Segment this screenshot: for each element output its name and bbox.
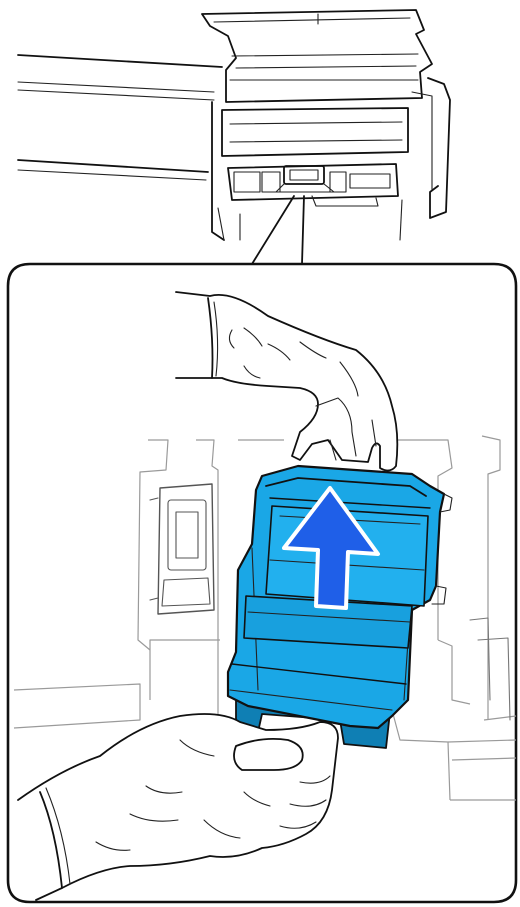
maintenance-bay-row [228, 164, 398, 206]
printer-overview [18, 10, 450, 264]
adjacent-unit-right [470, 618, 510, 720]
printer-interior [222, 108, 408, 156]
upper-hand-icon [176, 292, 397, 471]
detail-scene [14, 292, 516, 900]
adjacent-unit-left [150, 484, 214, 614]
callout-pointer [252, 196, 304, 264]
printer-body-rails [18, 55, 222, 180]
lower-hand-icon [18, 714, 338, 900]
printer-open-lid [202, 10, 432, 102]
